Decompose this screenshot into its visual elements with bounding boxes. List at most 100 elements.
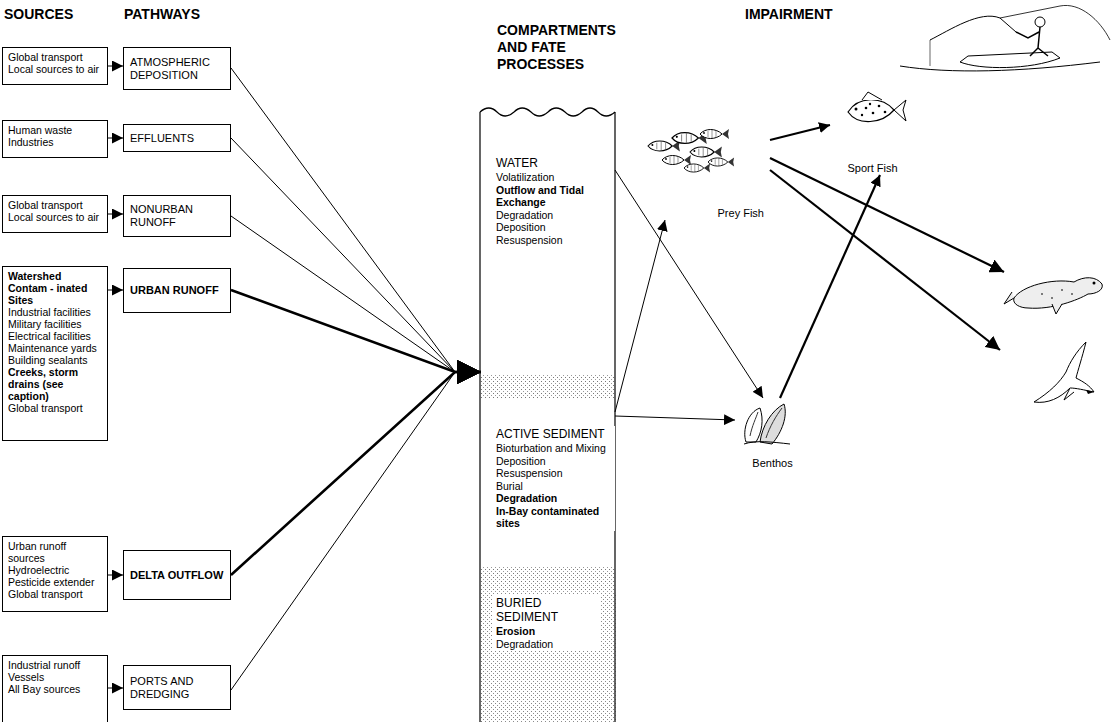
source-item: Military facilities <box>8 318 102 330</box>
compartment-band: BURIED SEDIMENTErosionDegradation <box>481 590 615 722</box>
source-item: Global transport <box>8 51 102 63</box>
food-web-arrow <box>770 170 1000 350</box>
source-item: Urban runoff sources <box>8 540 102 564</box>
food-web-arrow <box>780 175 880 398</box>
receptor-label: Benthos <box>735 398 810 470</box>
source-item: Global transport <box>8 199 102 211</box>
receptor-name: Prey Fish <box>640 207 764 220</box>
food-web-arrow <box>615 220 665 412</box>
compartment-text-panel: ACTIVE SEDIMENTBioturbation and MixingDe… <box>493 426 615 531</box>
pathway-box: EFFLUENTS <box>123 124 231 152</box>
compartment-heading: BURIED SEDIMENT <box>496 596 598 624</box>
fate-process: Degradation <box>496 492 612 505</box>
pathway-name: PORTS AND DREDGING <box>130 675 224 701</box>
source-arrow <box>108 214 123 215</box>
loading-arrow <box>231 372 481 575</box>
buried-stipple <box>483 592 617 722</box>
source-arrow <box>108 575 123 576</box>
source-item: Hydroelectric <box>8 564 102 576</box>
source-item: Maintenance yards <box>8 342 102 354</box>
source-item: All Bay sources <box>8 683 102 695</box>
pathway-name: URBAN RUNOFF <box>130 284 224 297</box>
source-item: Industries <box>8 136 102 148</box>
column-heading: PATHWAYS <box>124 6 234 23</box>
loading-arrow <box>231 68 481 372</box>
source-item: Creeks, storm drains (see caption) <box>8 366 102 402</box>
source-box: Industrial runoffVesselsAll Bay sources <box>2 655 108 722</box>
receptor-name: Benthos <box>735 457 810 470</box>
source-item: Local sources to air <box>8 63 102 75</box>
source-box: Global transportLocal sources to air <box>2 195 108 233</box>
fate-process: Resuspension <box>496 234 612 247</box>
fate-process: Erosion <box>496 625 598 638</box>
fate-process: Degradation <box>496 638 598 651</box>
source-item: Vessels <box>8 671 102 683</box>
seal-icon <box>1004 278 1102 314</box>
pathway-name: NONURBAN RUNOFF <box>130 203 224 229</box>
benthos-icon <box>744 404 790 444</box>
source-box: Human wasteIndustries <box>2 120 108 158</box>
food-web-arrow <box>615 416 735 420</box>
source-item: Human waste <box>8 124 102 136</box>
compartment-text-panel: WATERVolatilizationOutflow and Tidal Exc… <box>493 155 615 247</box>
receptor-label: Prey Fish <box>640 120 770 220</box>
water-surface <box>480 108 615 116</box>
fate-process: Deposition <box>496 455 612 468</box>
source-box: Global transportLocal sources to air <box>2 47 108 85</box>
column-heading: COMPARTMENTS AND FATE PROCESSES <box>497 22 625 73</box>
compartment-band: ACTIVE SEDIMENTBioturbation and MixingDe… <box>481 375 615 590</box>
source-box: Urban runoff sourcesHydroelectricPestici… <box>2 536 108 612</box>
source-item: Global transport <box>8 588 102 600</box>
fate-process: Burial <box>496 480 612 493</box>
column-heading: IMPAIRMENT <box>745 6 885 23</box>
compartment-heading: ACTIVE SEDIMENT <box>496 427 612 441</box>
source-item: Industrial facilities <box>8 306 102 318</box>
source-arrow <box>108 688 123 689</box>
sediment-stipple <box>481 566 615 590</box>
source-item: Global transport <box>8 402 102 414</box>
receptor-label: Sport Fish <box>830 88 915 175</box>
pathway-box: PORTS AND DREDGING <box>123 665 231 710</box>
food-web-arrow <box>770 125 830 140</box>
prey-fish-icon <box>648 129 734 173</box>
source-arrow <box>108 138 123 139</box>
source-arrow <box>108 290 123 291</box>
loading-arrow <box>231 290 481 372</box>
pathway-name: ATMOSPHERIC DEPOSITION <box>130 56 224 82</box>
source-item: Watershed Contam - inated Sites <box>8 270 102 306</box>
source-item: Local sources to air <box>8 211 102 223</box>
sport-fish-icon <box>848 92 906 122</box>
food-web-arrow <box>615 170 763 398</box>
source-item: Electrical facilities <box>8 330 102 342</box>
pathway-box: NONURBAN RUNOFF <box>123 195 231 237</box>
fisherman-icon <box>900 5 1110 70</box>
food-web-arrow <box>770 158 1004 272</box>
source-box: Watershed Contam - inated SitesIndustria… <box>2 266 108 441</box>
compartment-heading: WATER <box>496 156 612 170</box>
column-heading: SOURCES <box>4 6 104 23</box>
loading-arrow <box>231 216 481 372</box>
sediment-stipple <box>481 375 615 399</box>
source-item: Pesticide extender <box>8 576 102 588</box>
pathway-box: DELTA OUTFLOW <box>123 550 231 600</box>
fate-process: Degradation <box>496 209 612 222</box>
compartment-band: WATERVolatilizationOutflow and Tidal Exc… <box>481 115 615 375</box>
fate-process: Bioturbation and Mixing <box>496 442 612 455</box>
pathway-name: EFFLUENTS <box>130 132 224 145</box>
compartment-text-panel: BURIED SEDIMENTErosionDegradation <box>493 595 601 651</box>
receptor-name: Sport Fish <box>830 162 915 175</box>
fate-process: In-Bay contaminated sites <box>496 505 612 530</box>
bird-icon <box>1034 342 1094 402</box>
source-arrow <box>108 66 123 67</box>
pathway-name: DELTA OUTFLOW <box>130 569 224 582</box>
fate-process: Resuspension <box>496 467 612 480</box>
loading-arrow <box>231 138 481 372</box>
pathway-box: URBAN RUNOFF <box>123 268 231 313</box>
source-item: Building sealants <box>8 354 102 366</box>
loading-arrow <box>231 372 481 690</box>
fate-process: Volatilization <box>496 171 612 184</box>
source-item: Industrial runoff <box>8 659 102 671</box>
fate-process: Deposition <box>496 221 612 234</box>
column-wall <box>480 112 615 722</box>
fate-process: Outflow and Tidal Exchange <box>496 184 612 209</box>
